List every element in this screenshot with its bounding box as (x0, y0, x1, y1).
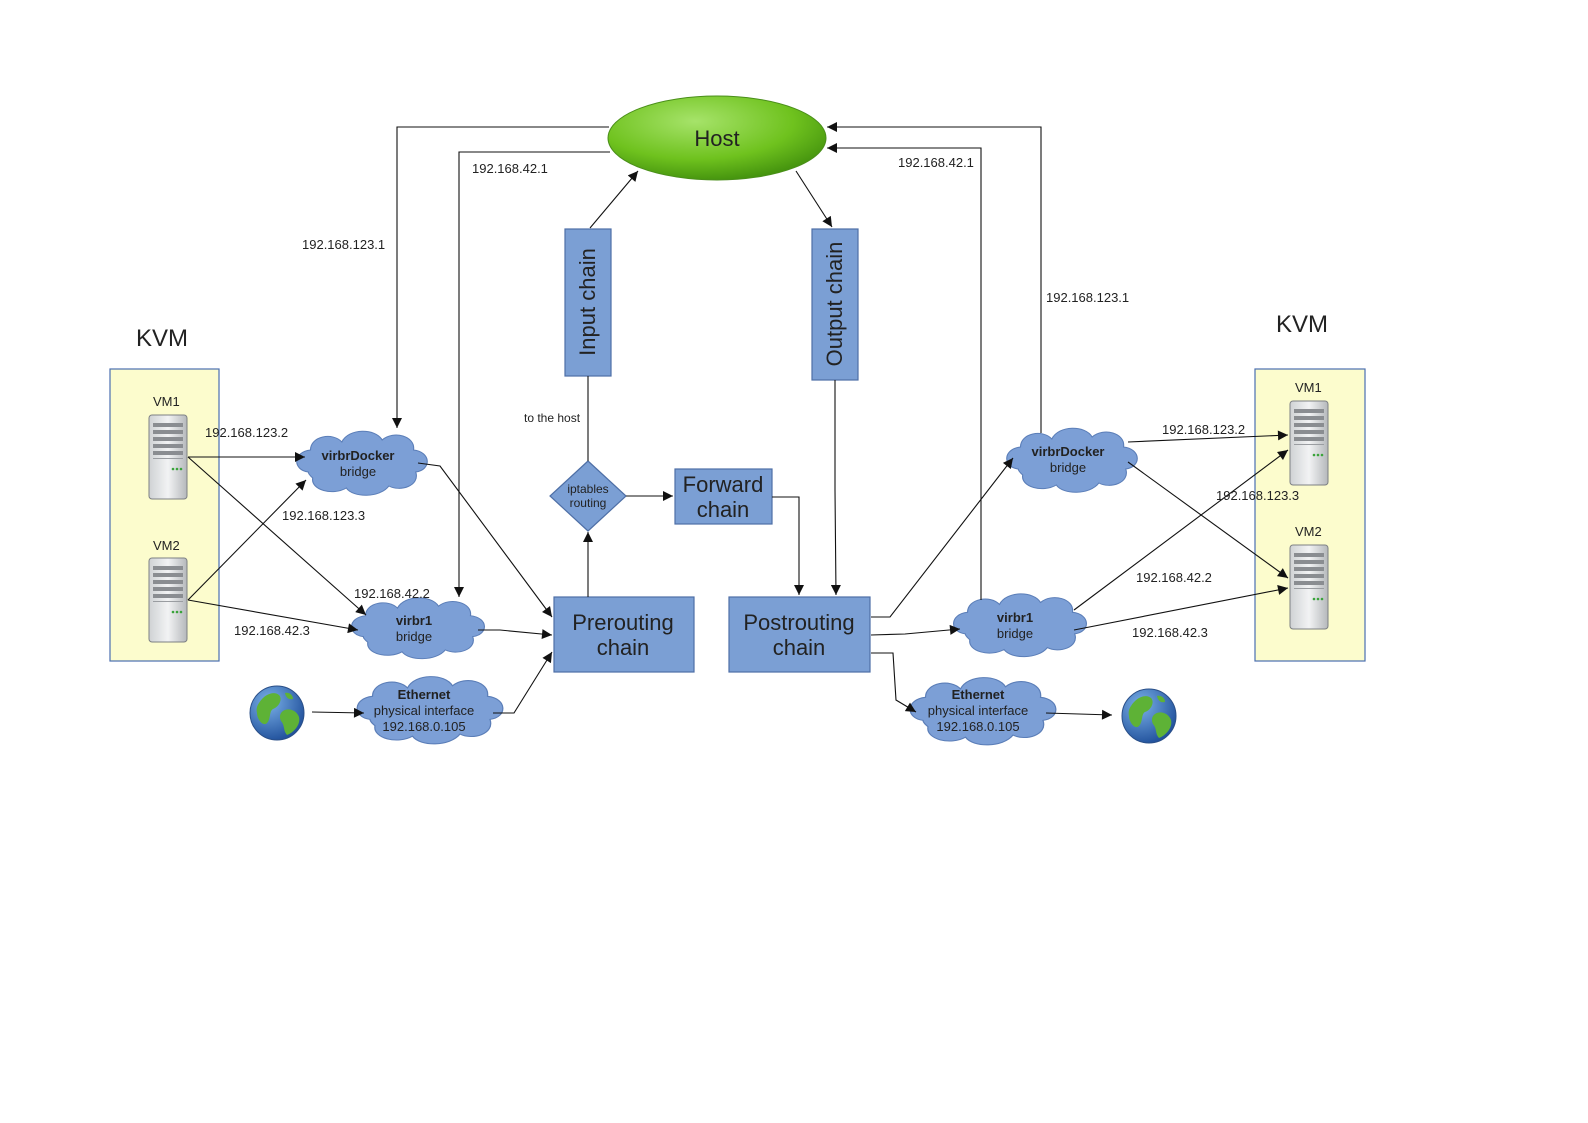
right-docker-type: bridge (1050, 460, 1086, 475)
line-rvirbr1-vm1 (1073, 449, 1289, 611)
line-right-eth-globe (1045, 709, 1113, 720)
right-vm1-server-icon[interactable] (1289, 400, 1329, 486)
left-virbrdocker-bridge[interactable]: virbrDocker bridge (296, 430, 428, 496)
ip-right-host-42: 192.168.42.1 (898, 155, 974, 170)
output-chain-label: Output chain (822, 242, 847, 367)
routing-label-1: iptables (567, 482, 608, 496)
left-globe-icon (249, 685, 305, 741)
left-kvm-title: KVM (136, 325, 188, 352)
postrouting-chain-label-1: Postrouting (743, 610, 854, 635)
left-virbr1-type: bridge (396, 629, 432, 644)
line-lvm2-virbr1 (187, 599, 359, 634)
line-host-left-docker (392, 126, 609, 428)
line-postrouting-right-docker (871, 457, 1014, 618)
ip-left-vm2-123: 192.168.123.3 (282, 508, 365, 523)
iptables-routing-diamond[interactable]: iptables routing (549, 460, 627, 532)
ip-left-vm2-42: 192.168.42.3 (234, 623, 310, 638)
ip-right-vm2-123: 192.168.123.3 (1216, 488, 1299, 503)
line-input-host (589, 170, 639, 229)
left-eth-type: physical interface (374, 703, 474, 718)
left-docker-type: bridge (340, 464, 376, 479)
ip-right-host-123: 192.168.123.1 (1046, 290, 1129, 305)
forward-chain-label-1: Forward (683, 472, 764, 497)
line-rdocker-vm2 (1127, 461, 1289, 579)
left-eth-ip: 192.168.0.105 (382, 719, 465, 734)
left-ethernet-interface[interactable]: Ethernet physical interface 192.168.0.10… (356, 675, 504, 745)
host-label: Host (694, 126, 739, 151)
forward-chain[interactable]: Forward chain (674, 468, 773, 525)
right-kvm-title: KVM (1276, 311, 1328, 338)
ip-left-vm1-42: 192.168.42.2 (354, 586, 430, 601)
postrouting-chain[interactable]: Postrouting chain (728, 596, 871, 673)
right-vm2-server-icon[interactable] (1289, 544, 1329, 630)
line-output-postrouting (830, 380, 841, 596)
to-the-host-label: to the host (524, 411, 581, 425)
left-docker-name: virbrDocker (322, 448, 395, 463)
left-virbr1-name: virbr1 (396, 613, 432, 628)
ip-labels: 192.168.123.1 192.168.42.1 192.168.42.1 … (205, 155, 1299, 640)
line-lvm1-virbr1 (187, 456, 367, 616)
ip-left-vm1-123: 192.168.123.2 (205, 425, 288, 440)
line-lvm2-docker (187, 479, 307, 601)
line-postrouting-right-virbr1 (870, 624, 961, 636)
line-left-virbr1-prerouting (478, 629, 553, 640)
line-host-output (795, 170, 833, 228)
host-node[interactable]: Host (607, 95, 827, 181)
forward-chain-label-2: chain (697, 497, 750, 522)
left-vm2-server-icon[interactable] (148, 557, 188, 643)
ip-right-vm1-42: 192.168.42.2 (1136, 570, 1212, 585)
right-vm2-label: VM2 (1295, 524, 1322, 539)
line-right-docker-host (827, 122, 1042, 433)
ip-right-vm2-42: 192.168.42.3 (1132, 625, 1208, 640)
ip-right-vm1-123: 192.168.123.2 (1162, 422, 1245, 437)
left-vm1-label: VM1 (153, 394, 180, 409)
right-eth-type: physical interface (928, 703, 1028, 718)
input-chain-label: Input chain (575, 248, 600, 356)
prerouting-chain-label-2: chain (597, 635, 650, 660)
right-docker-name: virbrDocker (1032, 444, 1105, 459)
right-virbr1-bridge[interactable]: virbr1 bridge (953, 593, 1087, 658)
line-rdocker-vm1 (1127, 430, 1289, 443)
line-host-left-virbr1 (454, 151, 610, 597)
left-eth-name: Ethernet (398, 687, 451, 702)
line-rvirbr1-vm2 (1073, 585, 1289, 631)
line-postrouting-right-eth (871, 652, 917, 713)
output-chain[interactable]: Output chain (811, 228, 859, 381)
left-vm1-server-icon[interactable] (148, 414, 188, 500)
postrouting-chain-label-2: chain (773, 635, 826, 660)
ip-left-host-123: 192.168.123.1 (302, 237, 385, 252)
line-left-eth-prerouting (493, 651, 553, 714)
routing-label-2: routing (570, 496, 607, 510)
right-vm1-label: VM1 (1295, 380, 1322, 395)
connectors (187, 122, 1289, 720)
left-virbr1-bridge[interactable]: virbr1 bridge (351, 597, 485, 660)
ip-left-host-42: 192.168.42.1 (472, 161, 548, 176)
input-chain[interactable]: Input chain (564, 228, 612, 377)
right-globe-icon (1121, 688, 1177, 744)
right-virbr1-name: virbr1 (997, 610, 1033, 625)
right-eth-name: Ethernet (952, 687, 1005, 702)
line-right-virbr1-host (827, 143, 982, 600)
line-left-docker-prerouting (417, 462, 553, 618)
prerouting-chain[interactable]: Prerouting chain (553, 596, 695, 673)
right-virbrdocker-bridge[interactable]: virbrDocker bridge (1006, 427, 1138, 493)
line-forward-postrouting (772, 496, 804, 595)
left-vm2-label: VM2 (153, 538, 180, 553)
right-ethernet-interface[interactable]: Ethernet physical interface 192.168.0.10… (909, 676, 1057, 746)
left-kvm-group: KVM VM1 VM2 (109, 325, 220, 662)
right-virbr1-type: bridge (997, 626, 1033, 641)
prerouting-chain-label-1: Prerouting (572, 610, 674, 635)
right-eth-ip: 192.168.0.105 (936, 719, 1019, 734)
line-globe-left-eth (311, 707, 365, 718)
right-kvm-group: KVM VM1 VM2 (1254, 311, 1366, 662)
